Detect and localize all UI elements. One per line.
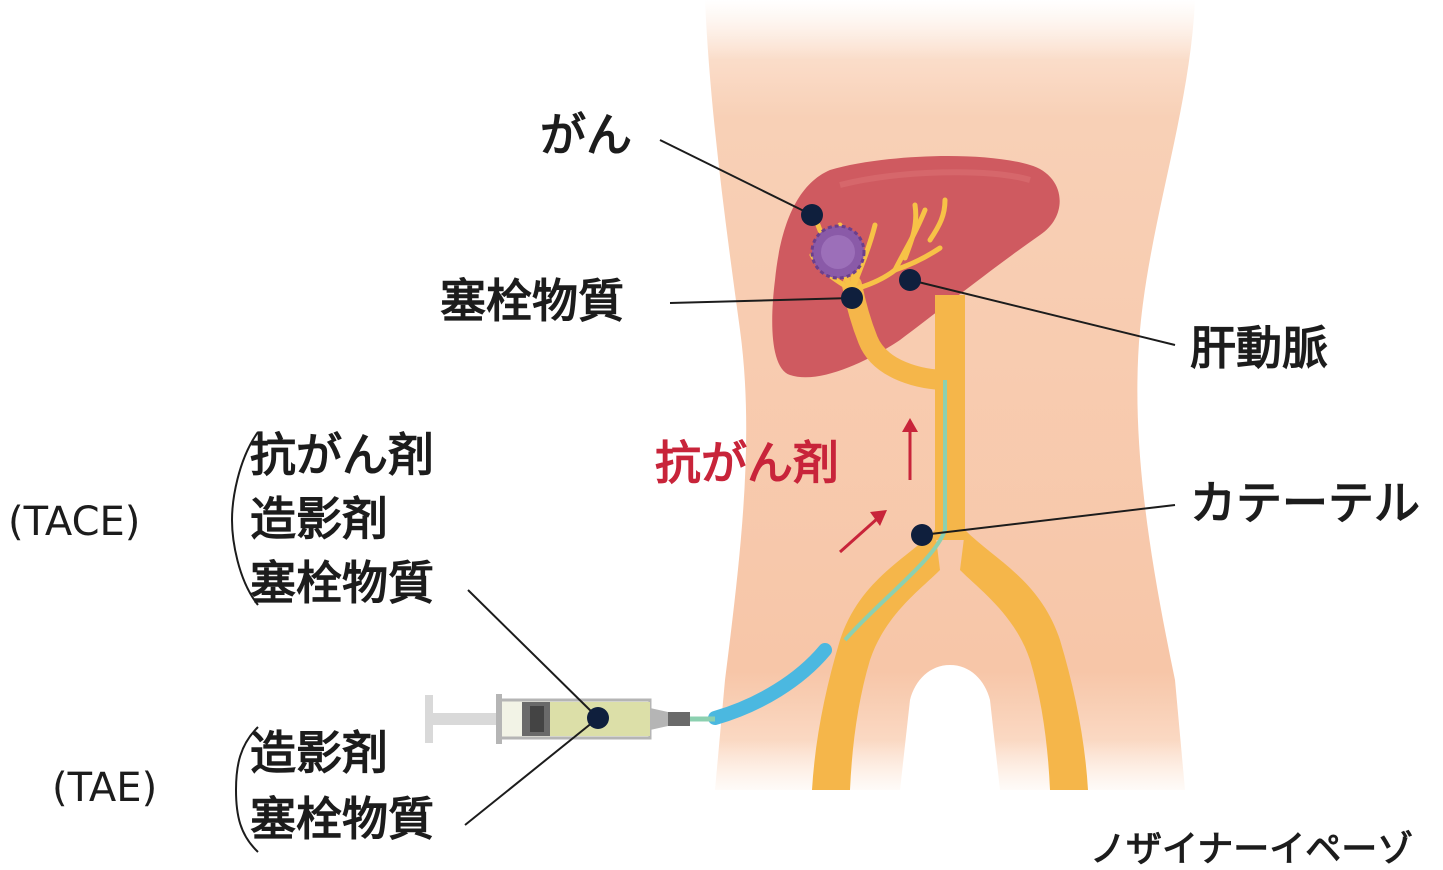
tace-item-embolic: 塞栓物質 — [250, 560, 434, 606]
marker-tumor — [801, 204, 823, 226]
marker-embolic — [841, 287, 863, 309]
marker-catheter — [911, 524, 933, 546]
marker-syringe — [587, 707, 609, 729]
label-gan: がん — [540, 112, 632, 158]
marker-hepatic-artery — [899, 269, 921, 291]
footer-partial-text: ノザイナーイペーゾ — [1090, 832, 1413, 868]
label-tace: (TACE) — [8, 502, 140, 542]
label-anticancer-drug-flow: 抗がん剤 — [655, 440, 839, 486]
label-hepatic-artery: 肝動脈 — [1190, 325, 1328, 371]
syringe — [425, 694, 690, 744]
label-embolic-material: 塞栓物質 — [440, 278, 624, 324]
tae-item-embolic: 塞栓物質 — [250, 796, 434, 842]
aorta — [935, 295, 965, 540]
label-tae: (TAE) — [52, 768, 157, 808]
tace-item-anticancer: 抗がん剤 — [250, 432, 434, 478]
tumor — [812, 226, 864, 278]
tae-item-contrast: 造影剤 — [250, 730, 388, 776]
label-catheter: カテーテル — [1190, 480, 1420, 526]
tace-item-contrast: 造影剤 — [250, 496, 388, 542]
